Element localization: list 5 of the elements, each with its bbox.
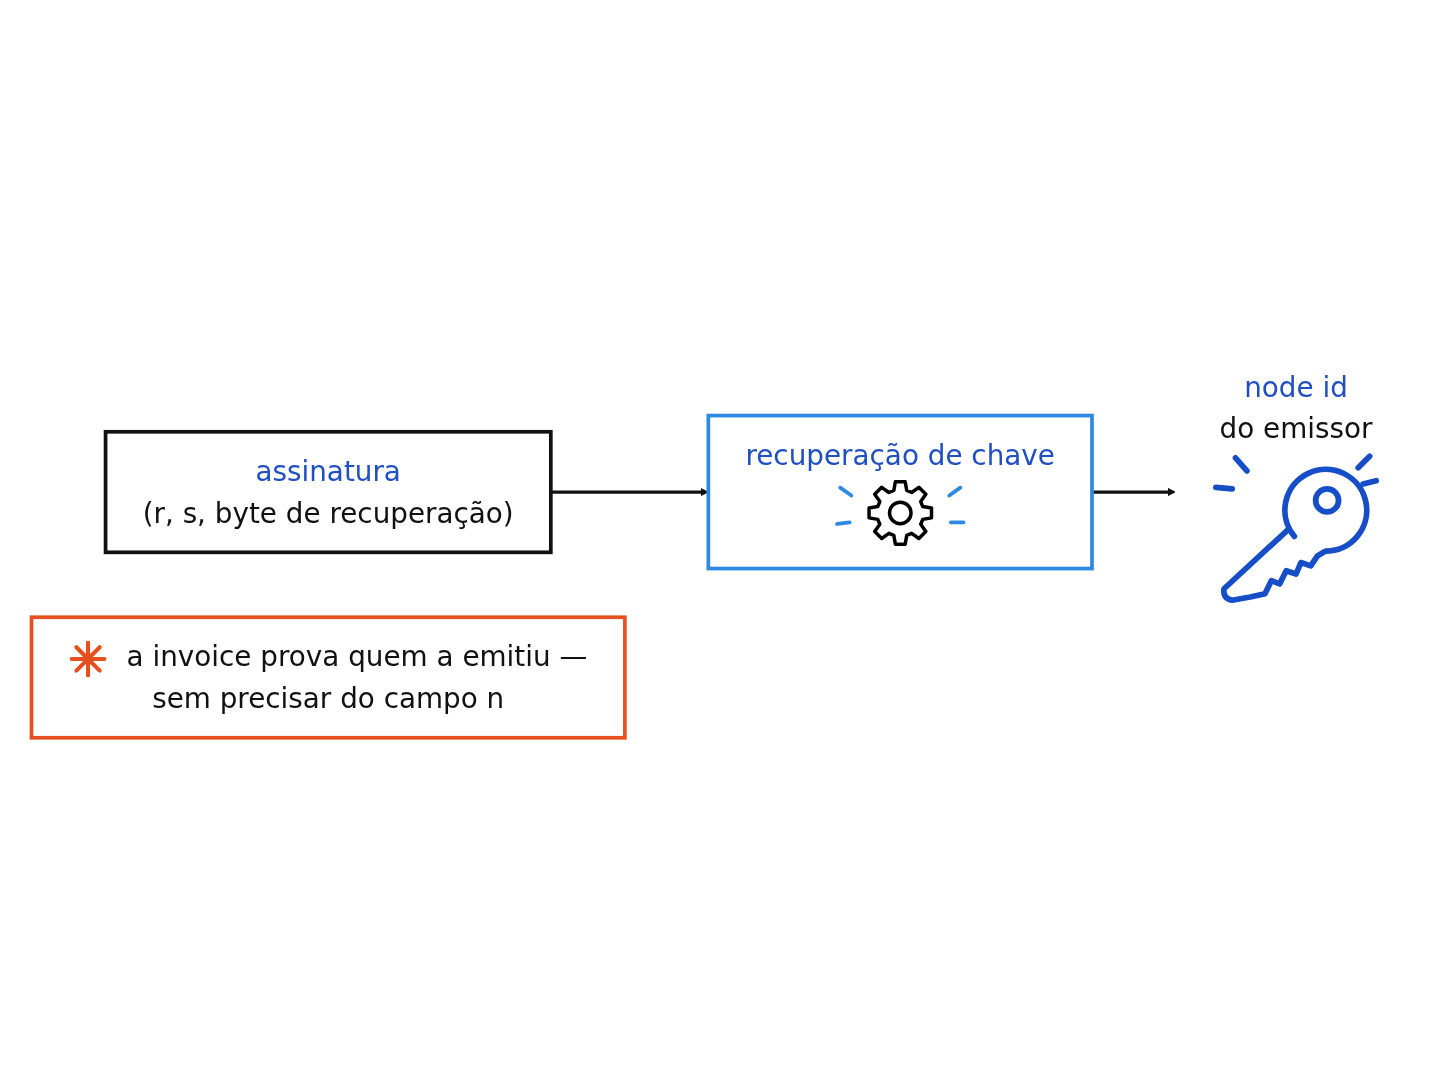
node-box: a invoice prova quem a emitiu — sem precisar do campo n [29,615,627,741]
arrow [1092,488,1176,497]
node-box: assinatura (r, s, byte de recuperação) [103,430,553,555]
node-box: recuperação de chave [706,414,1094,571]
node-text: node id do emissor [1219,371,1373,446]
